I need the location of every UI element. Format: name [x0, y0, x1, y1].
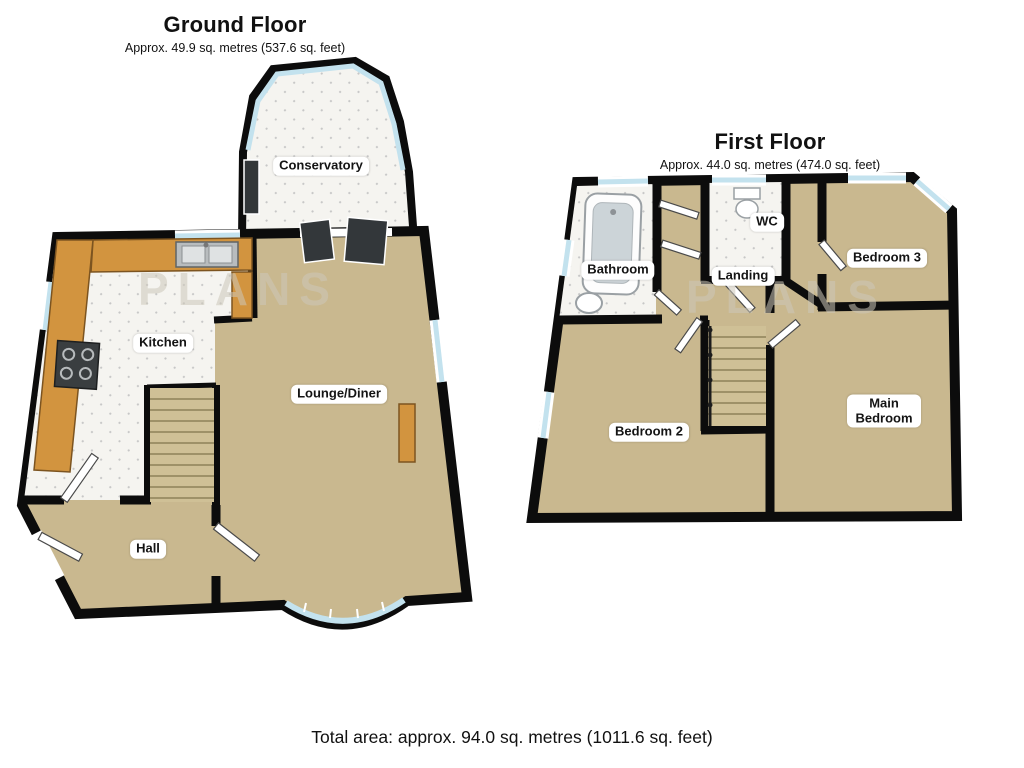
ground-floor-doors [37, 452, 261, 563]
conservatory-doors [243, 159, 393, 266]
room-label-main-bedroom: Main Bedroom [847, 394, 921, 428]
ground-floor-area: Approx. 49.9 sq. metres (537.6 sq. feet) [124, 41, 346, 55]
ground-floor-drawing [16, 56, 473, 630]
bathtub [581, 192, 643, 296]
wc-floor [705, 182, 785, 281]
room-label-bathroom: Bathroom [581, 260, 655, 280]
room-label-bedroom-2: Bedroom 2 [609, 422, 689, 442]
first-floor-title: First Floor [714, 129, 826, 154]
conservatory-glazing [245, 63, 406, 171]
kitchen-hob [53, 339, 101, 391]
room-label-lounge-diner: Lounge/Diner [291, 384, 387, 404]
bay-window-glass [284, 597, 406, 624]
first-floor-header: First Floor Approx. 44.0 sq. metres (474… [620, 129, 920, 172]
first-floor-windows [537, 172, 953, 439]
first-floor-drawing [526, 171, 963, 524]
room-label-bedroom-3: Bedroom 3 [847, 248, 927, 268]
first-floor-area: Approx. 44.0 sq. metres (474.0 sq. feet) [659, 158, 881, 172]
toilet-cistern [733, 187, 761, 200]
room-label-conservatory: Conservatory [273, 156, 369, 176]
conservatory-floor [237, 56, 419, 244]
first-floor-doors [653, 199, 847, 354]
room-label-hall: Hall [130, 539, 166, 559]
kitchen-tall-unit [231, 271, 253, 319]
ground-floor-title: Ground Floor [163, 12, 307, 37]
total-area-text: Total area: approx. 94.0 sq. metres (101… [311, 727, 713, 747]
ground-floor-windows [39, 229, 448, 624]
lounge-sideboard [398, 403, 416, 463]
room-label-kitchen: Kitchen [133, 333, 193, 353]
ground-floor-header: Ground Floor Approx. 49.9 sq. metres (53… [85, 12, 385, 55]
ground-floor-stairs [150, 388, 214, 502]
room-label-landing: Landing [711, 266, 775, 286]
bathroom-sink [575, 292, 603, 314]
first-floor-stairs [707, 326, 766, 426]
room-label-wc: WC [750, 212, 784, 232]
kitchen-sink [175, 241, 239, 268]
kitchen-fixtures [33, 237, 253, 473]
